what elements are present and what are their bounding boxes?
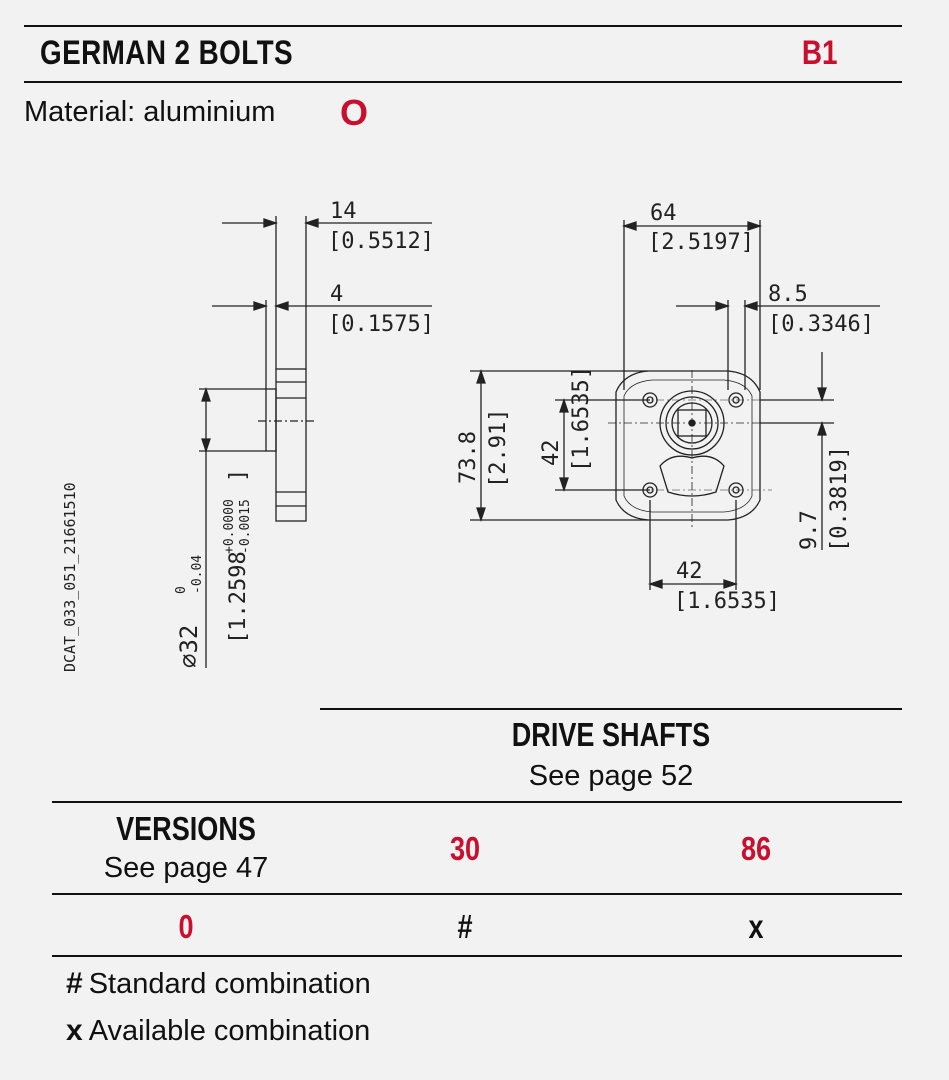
- dim-diameter-inch-tol-upper: +0.0000: [222, 499, 237, 554]
- versions-subtitle: See page 47: [103, 852, 269, 884]
- table-cell-86: x: [748, 908, 764, 945]
- side-view: [199, 216, 432, 668]
- dim-64-inch: [2.5197]: [648, 230, 754, 255]
- dim-14: 14: [330, 199, 357, 224]
- table-top-rule: [52, 801, 902, 803]
- dim-diameter-inch: [1.2598: [226, 551, 251, 644]
- dim-diameter-inch-tol-lower: -0.0015: [238, 499, 253, 554]
- page-title: GERMAN 2 BOLTS: [40, 34, 294, 72]
- dim-4-inch: [0.1575]: [328, 312, 434, 337]
- legend-available-symbol: x: [66, 1014, 83, 1047]
- dim-42-vertical: 42: [539, 440, 564, 467]
- dim-4: 4: [330, 282, 343, 307]
- dim-8-5: 8.5: [768, 282, 808, 307]
- dim-42-horizontal: 42: [676, 559, 703, 584]
- drive-shafts-top-rule: [320, 708, 902, 710]
- header-top-rule: [24, 25, 902, 27]
- header-bottom-rule: [24, 81, 902, 83]
- dim-8-5-inch: [0.3346]: [768, 312, 874, 337]
- dim-73-8-inch: [2.91]: [486, 409, 511, 488]
- dim-diameter: ∅32: [175, 625, 203, 668]
- dim-9-7-inch: [0.3819]: [827, 446, 852, 552]
- dim-42-vertical-inch: [1.6535]: [569, 366, 594, 472]
- dim-diameter-inch-close: ]: [226, 469, 251, 482]
- legend-available-text: Available combination: [88, 1015, 371, 1047]
- dim-64: 64: [650, 201, 677, 226]
- drive-shafts-title: DRIVE SHAFTS: [511, 716, 711, 753]
- dim-diameter-tol-upper: 0: [174, 586, 189, 594]
- table-bottom-rule: [52, 955, 902, 957]
- material-code: O: [340, 92, 369, 133]
- table-cell-30: #: [457, 908, 473, 945]
- dim-9-7: 9.7: [797, 510, 822, 550]
- dim-73-8: 73.8: [456, 431, 481, 484]
- shaft-col-86: 86: [740, 830, 772, 867]
- mount-code: B1: [801, 34, 837, 72]
- drive-shafts-subtitle: See page 52: [528, 760, 694, 792]
- versions-title: VERSIONS: [116, 810, 256, 847]
- shaft-col-30: 30: [449, 830, 481, 867]
- table-mid-rule: [52, 893, 902, 895]
- dim-diameter-tol-lower: -0.04: [190, 555, 205, 594]
- legend-standard-symbol: #: [66, 967, 83, 1000]
- dim-42-horizontal-inch: [1.6535]: [674, 589, 780, 614]
- legend-standard: #Standard combination: [66, 967, 371, 1001]
- material-label: Material: aluminium: [24, 96, 276, 128]
- front-view: [470, 220, 880, 590]
- dim-14-inch: [0.5512]: [328, 229, 434, 254]
- version-row-label: 0: [178, 908, 194, 945]
- technical-drawing: DCAT_033_051_21661510 14 [0.5512]: [61, 199, 880, 672]
- legend-standard-text: Standard combination: [88, 968, 371, 1000]
- catalog-id: DCAT_033_051_21661510: [61, 482, 79, 672]
